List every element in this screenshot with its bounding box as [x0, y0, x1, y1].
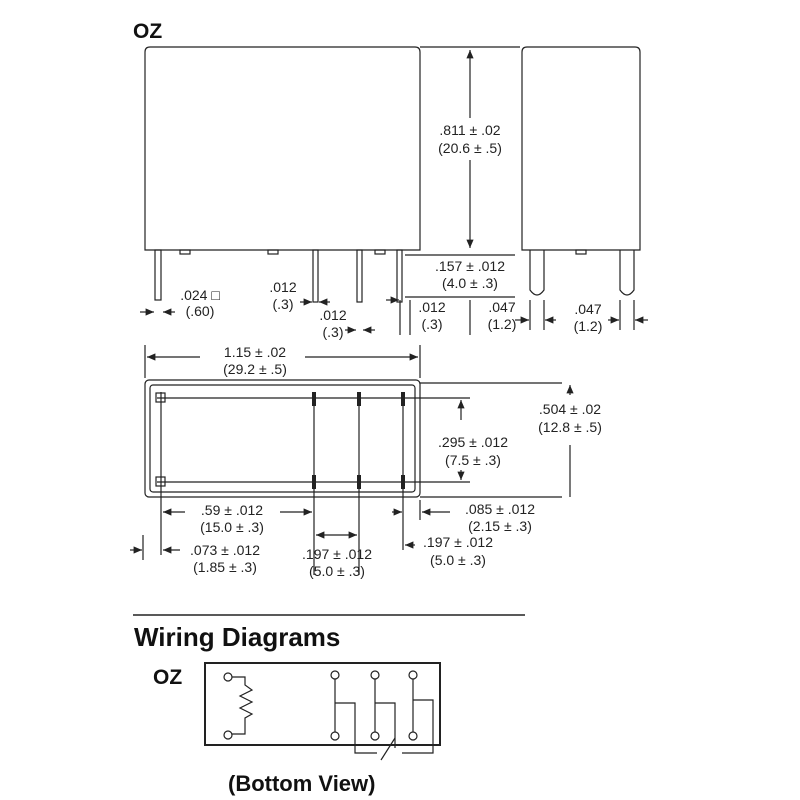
- contact-pitch-2-inch: .197 ± .012: [423, 534, 493, 550]
- coil-pitch-inch: .59 ± .012: [201, 502, 263, 518]
- footprint-view: [130, 345, 574, 575]
- contact-pitch-2-mm: (5.0 ± .3): [430, 552, 486, 568]
- width-inch: .504 ± .02: [539, 401, 601, 417]
- coil-offset-inch: .073 ± .012: [190, 542, 260, 558]
- contact-symbols: [330, 670, 434, 761]
- pin-width-2-mm: (1.2): [574, 318, 603, 334]
- contact-pitch-1-inch: .197 ± .012: [302, 546, 372, 562]
- length-inch: 1.15 ± .02: [224, 344, 286, 360]
- front-view: [140, 46, 520, 335]
- pin-thickness-2-inch: .012: [319, 307, 346, 323]
- pin-thickness-2-mm: (.3): [323, 324, 344, 340]
- coil-symbol: [223, 672, 254, 740]
- wiring-diagram: [204, 662, 441, 761]
- side-view: [515, 46, 648, 330]
- contact-pitch-1-mm: (5.0 ± .3): [309, 563, 365, 579]
- height-inch: .811 ± .02: [439, 122, 500, 138]
- width-mm: (12.8 ± .5): [538, 419, 602, 435]
- pin-square-inch: .024 □: [180, 287, 220, 303]
- edge-offset-mm: (2.15 ± .3): [468, 518, 532, 534]
- wiring-model-label: OZ: [153, 666, 182, 689]
- length-mm: (29.2 ± .5): [223, 361, 287, 377]
- pin-thickness-1-mm: (.3): [273, 296, 294, 312]
- pin-square-mm: (.60): [186, 303, 215, 319]
- edge-offset-inch: .085 ± .012: [465, 501, 535, 517]
- pin-width-1-inch: .047: [488, 299, 515, 315]
- row-spacing-inch: .295 ± .012: [438, 434, 508, 450]
- pin-length-inch: .157 ± .012: [435, 258, 505, 274]
- height-mm: (20.6 ± .5): [438, 140, 502, 156]
- bottom-view-caption: (Bottom View): [228, 771, 375, 796]
- pin-width-2-inch: .047: [574, 301, 601, 317]
- wiring-diagrams-title: Wiring Diagrams: [134, 622, 340, 652]
- pin-thickness-1-inch: .012: [269, 279, 296, 295]
- coil-offset-mm: (1.85 ± .3): [193, 559, 257, 575]
- pin-length-mm: (4.0 ± .3): [442, 275, 498, 291]
- pin-thickness-3-inch: .012: [418, 299, 445, 315]
- pin-width-1-mm: (1.2): [488, 316, 517, 332]
- model-label: OZ: [133, 20, 162, 43]
- pin-thickness-3-mm: (.3): [422, 316, 443, 332]
- row-spacing-mm: (7.5 ± .3): [445, 452, 501, 468]
- coil-pitch-mm: (15.0 ± .3): [200, 519, 264, 535]
